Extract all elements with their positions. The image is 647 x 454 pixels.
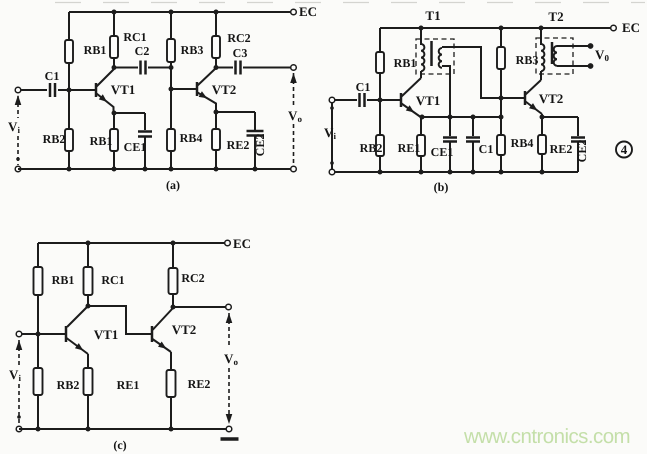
svg-text:CE1: CE1 — [124, 140, 147, 154]
svg-text:C1: C1 — [45, 69, 60, 83]
svg-text:RE1: RE1 — [398, 141, 421, 155]
svg-text:CE2: CE2 — [575, 140, 589, 163]
svg-text:4: 4 — [621, 142, 628, 157]
svg-text:Vi: Vi — [8, 119, 20, 135]
svg-text:RE1: RE1 — [117, 378, 140, 392]
svg-text:RB1: RB1 — [84, 43, 107, 57]
svg-text:RC2: RC2 — [227, 31, 250, 45]
svg-text:C1: C1 — [479, 142, 494, 156]
svg-text:www.cntronics.com: www.cntronics.com — [463, 425, 630, 448]
svg-text:RC1: RC1 — [123, 30, 146, 44]
svg-text:Vi: Vi — [9, 367, 21, 383]
svg-text:VT2: VT2 — [172, 322, 197, 337]
svg-text:RB2: RB2 — [360, 141, 383, 155]
svg-text:C1: C1 — [356, 80, 371, 94]
svg-text:RB2: RB2 — [57, 378, 80, 392]
svg-text:(b): (b) — [434, 180, 449, 194]
svg-text:T1: T1 — [425, 8, 440, 23]
svg-text:RC1: RC1 — [101, 273, 124, 287]
svg-text:C2: C2 — [135, 44, 150, 58]
svg-text:VT1: VT1 — [94, 327, 119, 342]
svg-text:VT2: VT2 — [212, 82, 237, 97]
svg-text:RB4: RB4 — [180, 131, 203, 145]
svg-text:VT2: VT2 — [539, 91, 564, 106]
svg-text:RB1: RB1 — [90, 134, 113, 148]
svg-text:RB3: RB3 — [181, 43, 204, 57]
svg-text:Vi: Vi — [324, 125, 336, 141]
svg-text:EC: EC — [299, 4, 317, 19]
svg-text:RE2: RE2 — [550, 142, 573, 156]
svg-text:C3: C3 — [233, 46, 248, 60]
svg-text:RB4: RB4 — [511, 136, 534, 150]
svg-text:T2: T2 — [548, 9, 563, 24]
svg-text:RE2: RE2 — [188, 377, 211, 391]
svg-text:(c): (c) — [113, 438, 126, 452]
svg-text:RB1: RB1 — [394, 56, 417, 70]
svg-text:RE2: RE2 — [227, 138, 250, 152]
svg-text:(a): (a) — [166, 178, 180, 192]
svg-text:EC: EC — [622, 20, 640, 35]
svg-text:CE1: CE1 — [431, 145, 454, 159]
svg-text:VT1: VT1 — [416, 93, 441, 108]
svg-text:RC2: RC2 — [181, 271, 204, 285]
svg-text:VT1: VT1 — [111, 82, 136, 97]
svg-text:RB3: RB3 — [516, 53, 539, 67]
svg-text:RB1: RB1 — [52, 273, 75, 287]
svg-text:RB2: RB2 — [43, 132, 66, 146]
svg-text:EC: EC — [233, 236, 251, 251]
svg-text:CE2: CE2 — [253, 134, 267, 157]
